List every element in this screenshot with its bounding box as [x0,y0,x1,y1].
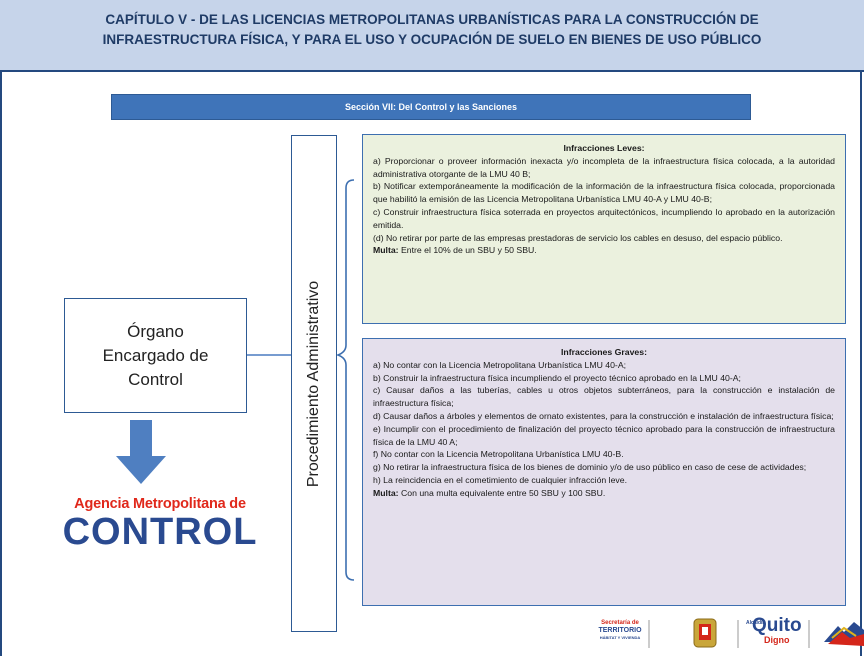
minor-fine-text: Entre el 10% de un SBU y 50 SBU. [398,245,537,256]
chapter-title-line1: CAPÍTULO V - DE LAS LICENCIAS METROPOLIT… [105,12,759,27]
serious-infraction-item: e) Incumplir con el procedimiento de fin… [373,423,835,447]
serious-infraction-item: g) No retirar la infraestructura física … [373,462,807,473]
content-frame [0,72,862,656]
minor-infractions-panel: Infracciones Leves: a) Proporcionar o pr… [362,134,846,324]
minor-infraction-item: b) Notificar extemporáneamente la modifi… [373,181,835,205]
digno-label: Digno [764,635,790,645]
serious-fine-label: Multa: [373,487,399,498]
coat-of-arms-icon [693,618,717,648]
minor-infraction-item: (d) No retirar por parte de las empresas… [373,232,783,243]
serious-fine-text: Con una multa equivalente entre 50 SBU y… [398,487,606,498]
organ-box: Órgano Encargado de Control [64,298,247,413]
minor-infraction-item: c) Construir infraestructura física sote… [373,206,835,230]
procedure-label: Procedimiento Administrativo [305,280,322,487]
serious-infraction-item: h) La reincidencia en el cometimiento de… [373,474,628,485]
minor-fine-label: Multa: [373,245,399,256]
procedure-box: Procedimiento Administrativo [291,135,337,632]
quito-label: Quito [752,615,802,636]
chapter-title-line2: INFRAESTRUCTURA FÍSICA, Y PARA EL USO Y … [102,32,762,47]
serious-infractions-panel: Infracciones Graves: a) No contar con la… [362,338,846,606]
amc-logo-top: Agencia Metropolitana de [74,496,246,512]
alcaldia-label: Alcaldía [746,620,766,626]
footer-logos: Secretaría de TERRITORIO HÁBITAT Y VIVIE… [592,612,864,656]
organ-label: Órgano Encargado de Control [102,321,209,389]
serious-fine: Multa: Con una multa equivalente entre 5… [373,487,835,500]
secretaria-line2: TERRITORIO [598,627,642,634]
quito-digno-logo: Alcaldía Quito Digno [746,615,802,645]
minor-fine: Multa: Entre el 10% de un SBU y 50 SBU. [373,244,835,257]
section-title-bar: Sección VII: Del Control y las Sanciones [111,94,751,120]
secretaria-line1: Secretaría de [601,620,639,626]
secretaria-line3: HÁBITAT Y VIVIENDA [599,635,641,640]
serious-infraction-item: b) Construir la infraestructura física i… [373,372,741,383]
serious-infraction-item: c) Causar daños a las tuberías, cables u… [373,385,835,409]
serious-infraction-item: a) No contar con la Licencia Metropolita… [373,359,627,370]
minor-infraction-item: a) Proporcionar o proveer información in… [373,155,835,179]
secretaria-territorio-logo: Secretaría de TERRITORIO HÁBITAT Y VIVIE… [598,620,642,640]
serious-infraction-item: d) Causar daños a árboles y elementos de… [373,410,834,421]
serious-infraction-item: f) No contar con la Licencia Metropolita… [373,449,624,460]
amc-logo: Agencia Metropolitana de CONTROL [60,496,260,552]
chapter-header: CAPÍTULO V - DE LAS LICENCIAS METROPOLIT… [0,0,864,72]
footer-graphics [648,618,864,648]
serious-infractions-title: Infracciones Graves: [561,347,647,357]
minor-infractions-title: Infracciones Leves: [563,143,645,153]
hands-emblem-icon [824,622,864,646]
amc-logo-bottom: CONTROL [62,511,258,553]
